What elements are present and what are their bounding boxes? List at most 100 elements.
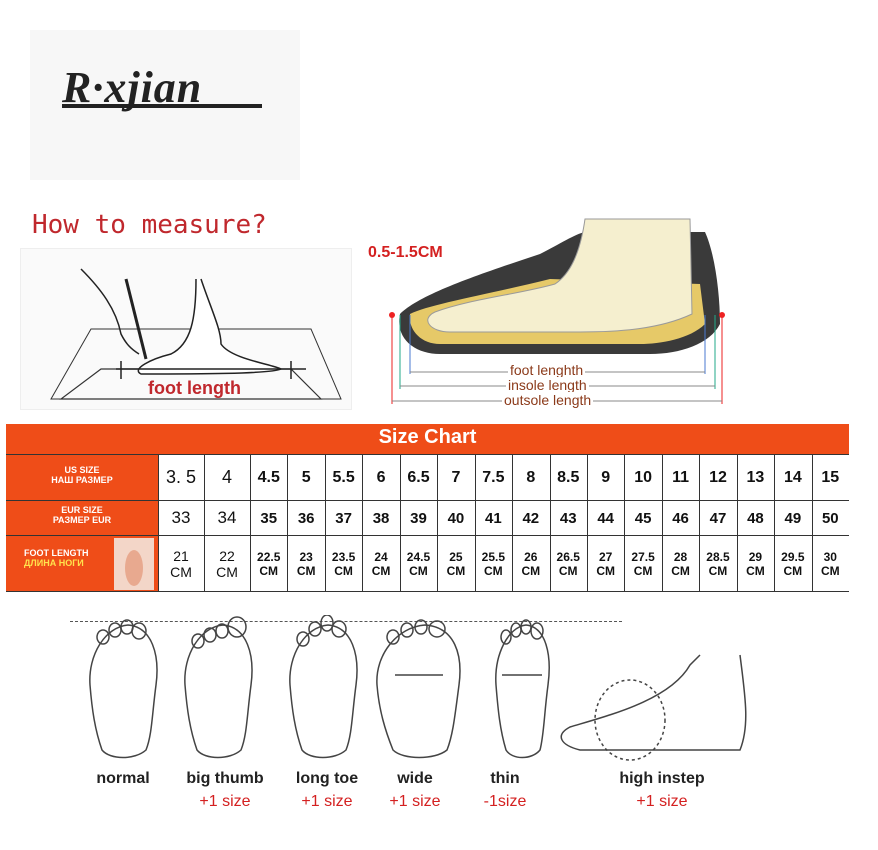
cm-value: 30 — [823, 550, 837, 564]
logo-underline — [62, 104, 262, 108]
chart-row-divider — [6, 500, 849, 501]
foot-length-label-ru: ДЛИНА НОГИ — [24, 558, 84, 568]
foot-type-label: wide — [397, 770, 433, 787]
size-adjustment: +1 size — [199, 793, 251, 810]
us-size-cell: 4.5 — [257, 468, 280, 486]
cm-value: 22.5 — [257, 550, 281, 564]
cm-unit: CM — [334, 564, 353, 578]
us-size-cell: 3. 5 — [165, 467, 197, 487]
foot-length-dim: foot lenghth — [508, 362, 586, 378]
thin-foot-icon — [495, 619, 550, 759]
chart-col-divider — [586, 454, 588, 592]
cm-unit: CM — [170, 564, 192, 580]
chart-col-divider — [699, 454, 701, 592]
cm-value: 26 — [524, 550, 538, 564]
cm-unit: CM — [671, 564, 690, 578]
us-size-cell: 7 — [451, 468, 461, 486]
eur-size-cell: 35 — [260, 509, 278, 527]
cm-unit: CM — [216, 564, 238, 580]
chart-col-divider — [158, 454, 159, 592]
us-size-cell: 5 — [301, 468, 311, 486]
us-size-cell: 10 — [634, 468, 652, 486]
long-toe-foot-icon — [289, 615, 358, 759]
cm-unit: CM — [558, 564, 578, 578]
eur-size-cell: 33 — [171, 508, 191, 527]
eur-size-cell: 48 — [747, 509, 764, 527]
measure-illustration — [20, 248, 352, 410]
foot-type-label: big thumb — [186, 770, 264, 787]
chart-row-divider — [6, 535, 849, 536]
chart-col-divider — [774, 454, 776, 592]
chart-row-divider — [6, 454, 849, 455]
size-chart: Size Chart US SIZE НАШ РАЗМЕР EUR SIZE Р… — [6, 424, 849, 592]
cm-unit: CM — [633, 564, 653, 578]
chart-row-divider — [6, 591, 849, 592]
toe-line — [70, 621, 622, 622]
foot-sole-icon — [114, 538, 154, 590]
cm-unit: CM — [708, 564, 728, 578]
foot-types-illustration — [89, 615, 747, 761]
us-size-cell: 4 — [221, 467, 232, 487]
size-adjustment: -1size — [483, 793, 527, 810]
cm-unit: CM — [783, 564, 803, 578]
cm-value: 26.5 — [556, 550, 580, 564]
size-adjustment: +1 size — [636, 793, 688, 810]
cm-value: 25 — [449, 550, 463, 564]
us-size-cell: 6.5 — [407, 468, 430, 486]
eur-size-cell: 44 — [597, 509, 614, 527]
chart-col-divider — [811, 454, 813, 592]
foot-type-label: high instep — [619, 770, 705, 787]
chart-col-divider — [437, 454, 439, 592]
chart-col-divider — [474, 454, 476, 592]
wide-foot-icon — [376, 619, 461, 759]
cm-unit: CM — [596, 564, 615, 578]
size-adjustment: +1 size — [301, 793, 353, 810]
eur-size-cell: 41 — [485, 509, 502, 527]
us-size-cell: 8.5 — [557, 468, 580, 486]
us-size-cell: 9 — [601, 468, 611, 486]
chart-col-divider — [736, 454, 738, 592]
eur-size-cell: 36 — [297, 509, 315, 527]
us-size-row-header: US SIZE НАШ РАЗМЕР — [6, 455, 158, 500]
chart-col-divider — [324, 454, 326, 592]
eur-size-cell: 46 — [672, 509, 689, 527]
chart-col-divider — [661, 454, 663, 592]
foot-tracing-icon — [50, 268, 342, 400]
eur-size-cell: 45 — [634, 509, 652, 527]
size-adjustment: +1 size — [389, 793, 441, 810]
insole-length-dim: insole length — [506, 377, 589, 393]
us-size-cell: 13 — [746, 468, 765, 486]
eur-size-cell: 37 — [335, 509, 352, 527]
foot-type-label: normal — [96, 770, 150, 787]
size-chart-header — [6, 424, 849, 454]
eur-size-cell: 50 — [821, 509, 839, 527]
normal-foot-icon — [89, 619, 158, 759]
us-size-cell: 7.5 — [482, 468, 505, 486]
eur-size-row-header: EUR SIZE РАЗМЕР EUR — [6, 501, 158, 535]
cm-value: 27.5 — [631, 550, 655, 564]
us-size-cell: 5.5 — [332, 468, 355, 486]
cm-unit: CM — [409, 564, 428, 578]
high-instep-foot-icon — [560, 654, 747, 761]
us-size-cell: 11 — [672, 468, 689, 486]
cm-value: 24.5 — [406, 550, 431, 564]
cm-value: 29 — [748, 550, 763, 564]
eur-size-cell: 40 — [447, 509, 465, 527]
cm-value: 25.5 — [481, 550, 506, 564]
eur-size-cell: 34 — [217, 508, 237, 527]
cm-unit: CM — [259, 564, 279, 578]
us-size-label: US SIZE — [64, 465, 100, 475]
